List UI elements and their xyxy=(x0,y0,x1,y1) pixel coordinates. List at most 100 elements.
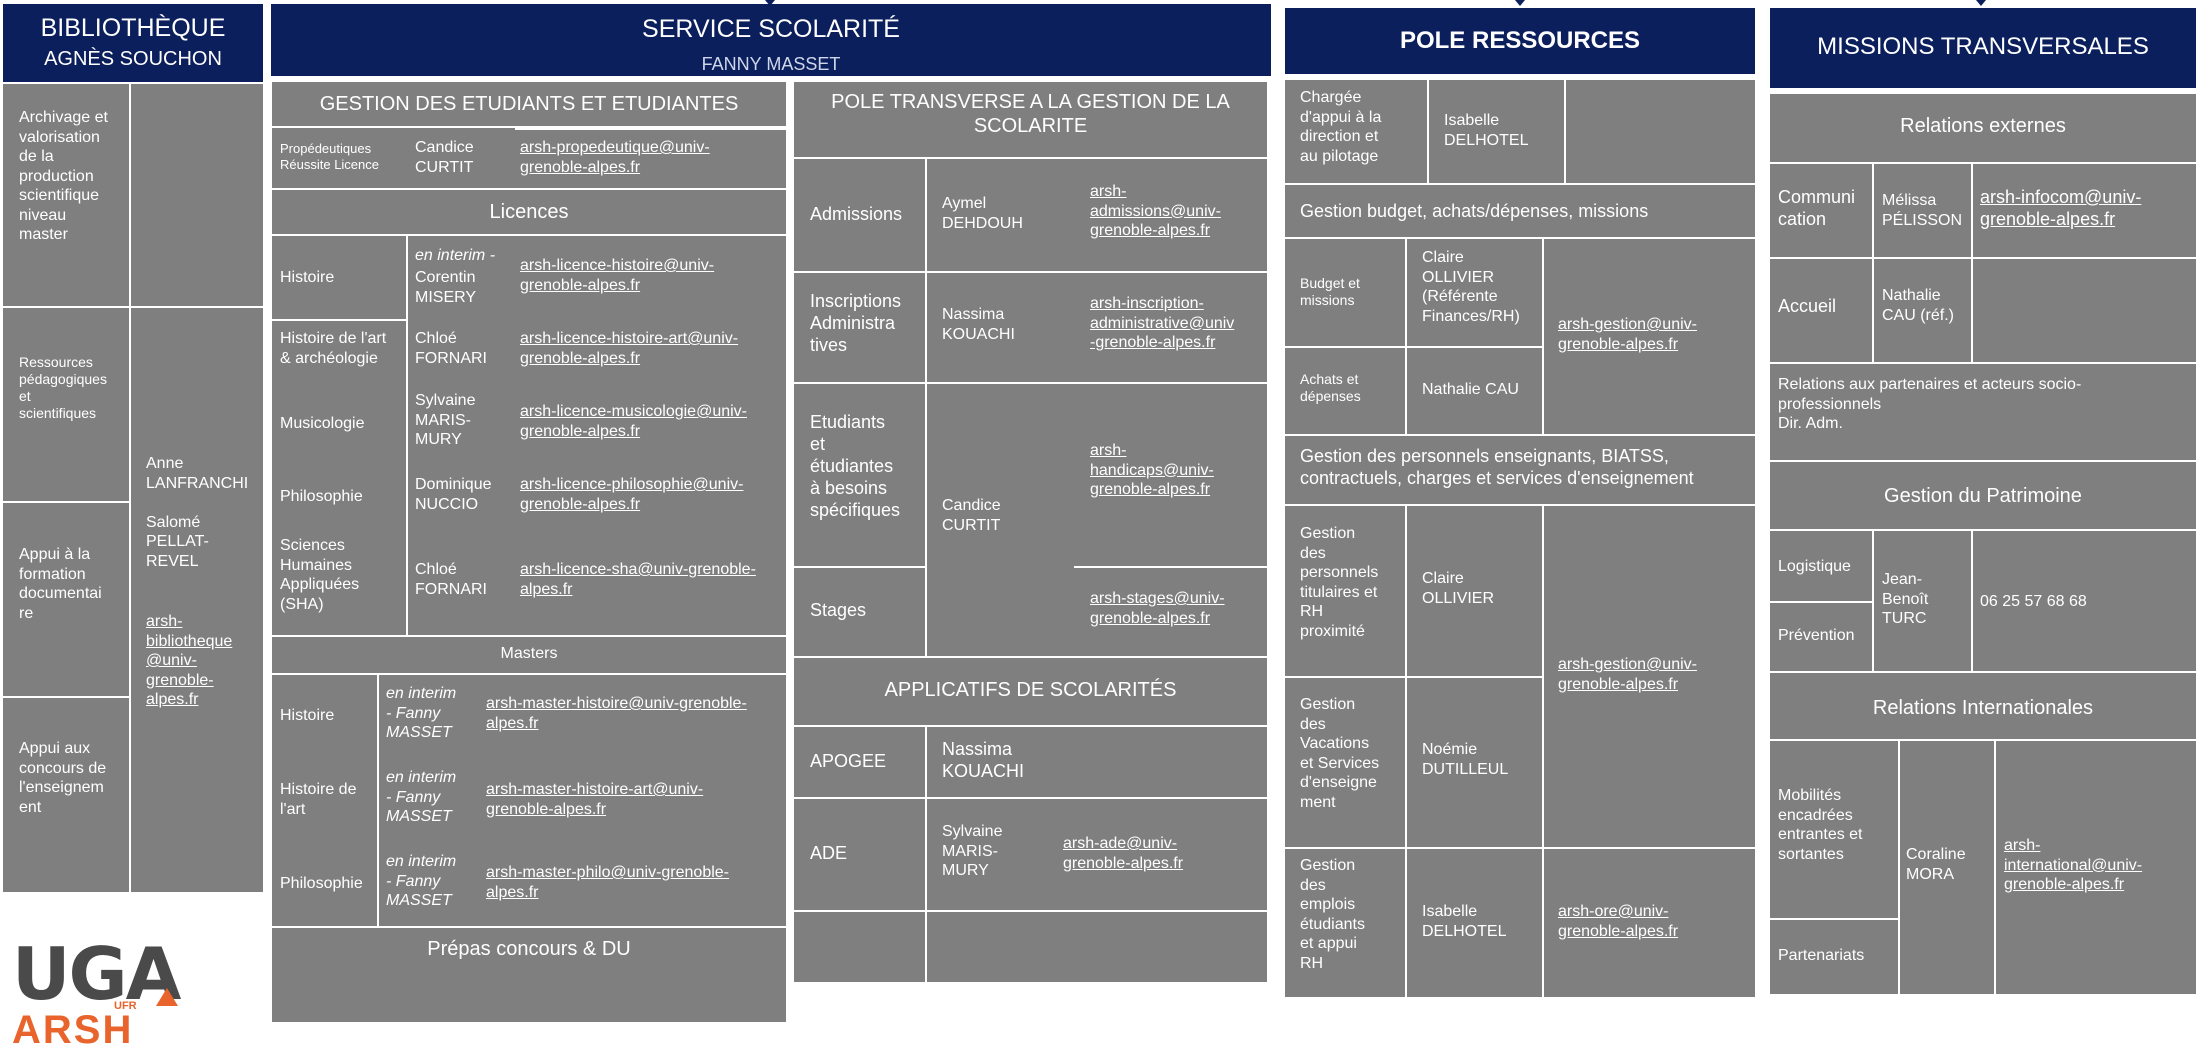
divider xyxy=(1542,239,1544,434)
transverse-admissions-label: Admissions xyxy=(810,204,903,224)
ri-person: Coraline MORA xyxy=(1906,846,1966,883)
divider xyxy=(1405,506,1407,997)
divider xyxy=(1770,460,2196,462)
master-histoire-email-link[interactable]: arsh-master-histoire@univ-grenoble- alpe… xyxy=(486,695,747,732)
master-philosophie-interim: en interim - Fanny MASSET xyxy=(386,853,457,910)
ressources-title: POLE RESSOURCES xyxy=(1399,27,1641,54)
licence-histoire-art-email-link[interactable]: arsh-licence-histoire-art@univ- grenoble… xyxy=(520,330,739,367)
divider xyxy=(794,725,1267,727)
divider xyxy=(1285,434,1755,436)
achats-label: Achats et dépenses xyxy=(1300,371,1361,405)
scolarite-title: SERVICE SCOLARITÉ xyxy=(642,15,900,43)
budget-missions-label: Budget et missions xyxy=(1300,275,1360,309)
personnels-email-link[interactable]: arsh-gestion@univ- grenoble-alpes.fr xyxy=(1558,656,1697,693)
master-philosophie-email-link[interactable]: arsh-master-philo@univ-grenoble- alpes.f… xyxy=(486,864,730,901)
licence-sha-label: Sciences Humaines Appliquées (SHA) xyxy=(280,537,360,613)
bibliotheque-title: BIBLIOTHÈQUE xyxy=(40,14,226,42)
achats-person: Nathalie CAU xyxy=(1422,381,1519,398)
propedeutique-email-link[interactable]: arsh-propedeutique@univ- grenoble-alpes.… xyxy=(520,139,710,176)
divider xyxy=(272,673,786,675)
divider xyxy=(925,727,927,982)
licence-histoire-label: Histoire xyxy=(280,269,335,286)
divider xyxy=(1285,676,1544,678)
licence-sha-email-link[interactable]: arsh-licence-sha@univ-grenoble- alpes.fr xyxy=(520,561,756,598)
applicatif-apogee-person: Nassima KOUACHI xyxy=(942,739,1025,781)
accueil-label: Accueil xyxy=(1778,296,1837,316)
budget-email-link[interactable]: arsh-gestion@univ- grenoble-alpes.fr xyxy=(1558,316,1697,353)
scolarite-subtitle: FANNY MASSET xyxy=(701,54,841,74)
arsh-label: ARSH xyxy=(12,1008,134,1052)
divider xyxy=(794,797,1267,799)
ressources-panel xyxy=(1285,80,1755,997)
patrimoine-logistique-label: Logistique xyxy=(1778,558,1851,575)
divider xyxy=(1285,183,1755,185)
vacations-person: Noémie DUTILLEUL xyxy=(1422,741,1509,778)
communication-email-link[interactable]: arsh-infocom@univ- grenoble-alpes.fr xyxy=(1980,187,2142,229)
accueil-person: Nathalie CAU (réf.) xyxy=(1882,287,1954,324)
licence-musicologie-person: Sylvaine MARIS- MURY xyxy=(415,392,476,449)
divider xyxy=(272,635,786,637)
divider xyxy=(794,382,1267,384)
divider xyxy=(794,271,1267,273)
licence-histoire-interim: en interim - xyxy=(415,247,496,264)
divider xyxy=(3,306,263,308)
master-histoire-label: Histoire xyxy=(280,707,335,724)
ri-partenariats-label: Partenariats xyxy=(1778,947,1865,964)
divider xyxy=(1405,239,1407,434)
communication-label: Communi cation xyxy=(1778,187,1856,229)
transverse-inscriptions-person: Nassima KOUACHI xyxy=(942,306,1015,343)
divider xyxy=(3,696,129,698)
divider xyxy=(272,234,786,236)
licence-histoire-email-link[interactable]: arsh-licence-histoire@univ- grenoble-alp… xyxy=(520,257,715,294)
applicatif-ade-label: ADE xyxy=(810,843,848,863)
divider xyxy=(1770,601,1874,603)
missions-header xyxy=(1770,8,2196,88)
divider xyxy=(1770,671,2196,673)
licence-musicologie-email-link[interactable]: arsh-licence-musicologie@univ- grenoble-… xyxy=(520,403,747,440)
master-histoire-interim: en interim - Fanny MASSET xyxy=(386,685,457,742)
communication-person: Mélissa PÉLISSON xyxy=(1882,192,1963,229)
emplois-person: Isabelle DELHOTEL xyxy=(1422,903,1507,940)
divider xyxy=(1770,918,1900,920)
transverse-inscriptions-email-link[interactable]: arsh-inscription- administrative@univ -g… xyxy=(1090,295,1235,352)
transverse-admissions-person: Aymel DEHDOUH xyxy=(942,195,1023,232)
missions-panel xyxy=(1770,94,2196,994)
divider xyxy=(129,84,131,892)
personnels-titulaires-person: Claire OLLIVIER xyxy=(1422,570,1495,607)
emplois-email-link[interactable]: arsh-ore@univ- grenoble-alpes.fr xyxy=(1558,903,1679,940)
divider xyxy=(3,501,129,503)
uga-logo-text: UGA xyxy=(12,932,181,1016)
transverse-besoins-email-link[interactable]: arsh- handicaps@univ- grenoble-alpes.fr xyxy=(1090,442,1214,499)
master-histoire-art-email-link[interactable]: arsh-master-histoire-art@univ- grenoble-… xyxy=(486,781,704,818)
licence-philosophie-email-link[interactable]: arsh-licence-philosophie@univ- grenoble-… xyxy=(520,476,744,513)
divider xyxy=(1994,741,1996,994)
bib-row-appui-concours: Appui aux concours de l'enseignem ent xyxy=(19,740,107,816)
pole-transverse-panel xyxy=(794,82,1267,982)
bib-row-ressources: Ressources pédagogiques et scientifiques xyxy=(19,354,107,422)
divider xyxy=(1898,741,1900,994)
divider xyxy=(272,926,786,928)
divider xyxy=(794,157,1267,159)
divider xyxy=(1564,80,1566,183)
emplois-label: Gestion des emplois étudiants et appui R… xyxy=(1300,857,1365,972)
transverse-stages-email-link[interactable]: arsh-stages@univ- grenoble-alpes.fr xyxy=(1090,590,1225,627)
budget-title: Gestion budget, achats/dépenses, mission… xyxy=(1300,201,1649,221)
missions-title: MISSIONS TRANSVERSALES xyxy=(1817,33,2149,60)
divider xyxy=(377,675,379,926)
divider xyxy=(1770,739,2196,741)
divider xyxy=(1542,506,1544,997)
divider xyxy=(1285,504,1755,506)
transverse-admissions-email-link[interactable]: arsh- admissions@univ- grenoble-alpes.fr xyxy=(1090,183,1221,240)
applicatif-ade-email-link[interactable]: arsh-ade@univ- grenoble-alpes.fr xyxy=(1063,835,1184,872)
chargee-label: Chargée d'appui à la direction et au pil… xyxy=(1300,89,1382,165)
divider xyxy=(272,319,408,321)
divider xyxy=(1770,529,2196,531)
ri-email-link[interactable]: arsh- international@univ- grenoble-alpes… xyxy=(2004,837,2143,894)
divider xyxy=(1770,162,2196,164)
transverse-inscriptions-label: Inscriptions Administra tives xyxy=(810,291,902,355)
bib-email-link[interactable]: arsh- bibliotheque @univ- grenoble- alpe… xyxy=(146,613,233,709)
uga-logo: UGA UFR ARSH xyxy=(12,932,212,1052)
licence-sha-person: Chloé FORNARI xyxy=(415,561,487,598)
divider xyxy=(1770,362,2196,364)
scolarite-header xyxy=(271,4,1271,76)
